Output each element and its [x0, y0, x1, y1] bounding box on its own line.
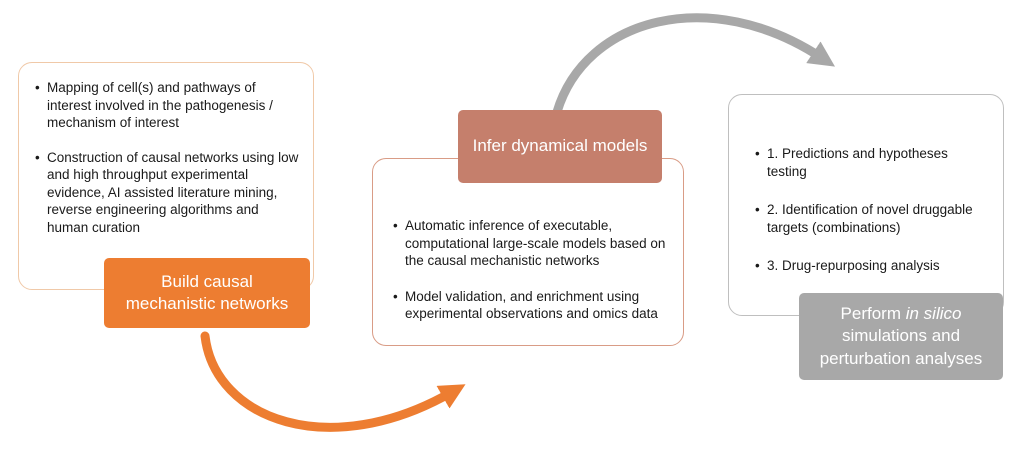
- bullet-item: Automatic inference of executable, compu…: [393, 217, 667, 270]
- panel-build-causal-networks: Mapping of cell(s) and pathways of inter…: [18, 62, 314, 290]
- bullet-item: Mapping of cell(s) and pathways of inter…: [35, 79, 299, 132]
- label-text-italic: in silico: [905, 304, 962, 324]
- panel-in-silico-analyses: 1. Predictions and hypotheses testing 2.…: [728, 94, 1004, 316]
- label-text: Infer dynamical models: [472, 136, 648, 156]
- label-infer-dynamical-models: Infer dynamical models: [458, 110, 662, 183]
- gray-curved-arrow-icon: [552, 13, 836, 117]
- left-panel-bullet-list: Mapping of cell(s) and pathways of inter…: [35, 79, 299, 236]
- label-perform-in-silico-simulations: Perform in silico simulations and pertur…: [799, 293, 1003, 380]
- bullet-item: Model validation, and enrichment using e…: [393, 288, 667, 323]
- bullet-item: 2. Identification of novel druggable tar…: [755, 201, 989, 236]
- label-text-prefix: Perform: [840, 304, 906, 324]
- label-build-causal-mechanistic-networks: Build causal mechanistic networks: [104, 258, 310, 328]
- bullet-item: 1. Predictions and hypotheses testing: [755, 145, 989, 180]
- bullet-item: 3. Drug-repurposing analysis: [755, 257, 989, 275]
- bullet-item: Construction of causal networks using lo…: [35, 149, 299, 237]
- label-text-suffix: simulations and perturbation analyses: [819, 326, 983, 368]
- panel-infer-dynamical-models: Automatic inference of executable, compu…: [372, 158, 684, 346]
- right-panel-bullet-list: 1. Predictions and hypotheses testing 2.…: [755, 145, 989, 275]
- label-text: Build causal mechanistic networks: [125, 271, 289, 313]
- label-text: Perform in silico simulations and pertur…: [809, 303, 993, 369]
- middle-panel-bullet-list: Automatic inference of executable, compu…: [393, 217, 667, 323]
- orange-curved-arrow-icon: [200, 331, 466, 432]
